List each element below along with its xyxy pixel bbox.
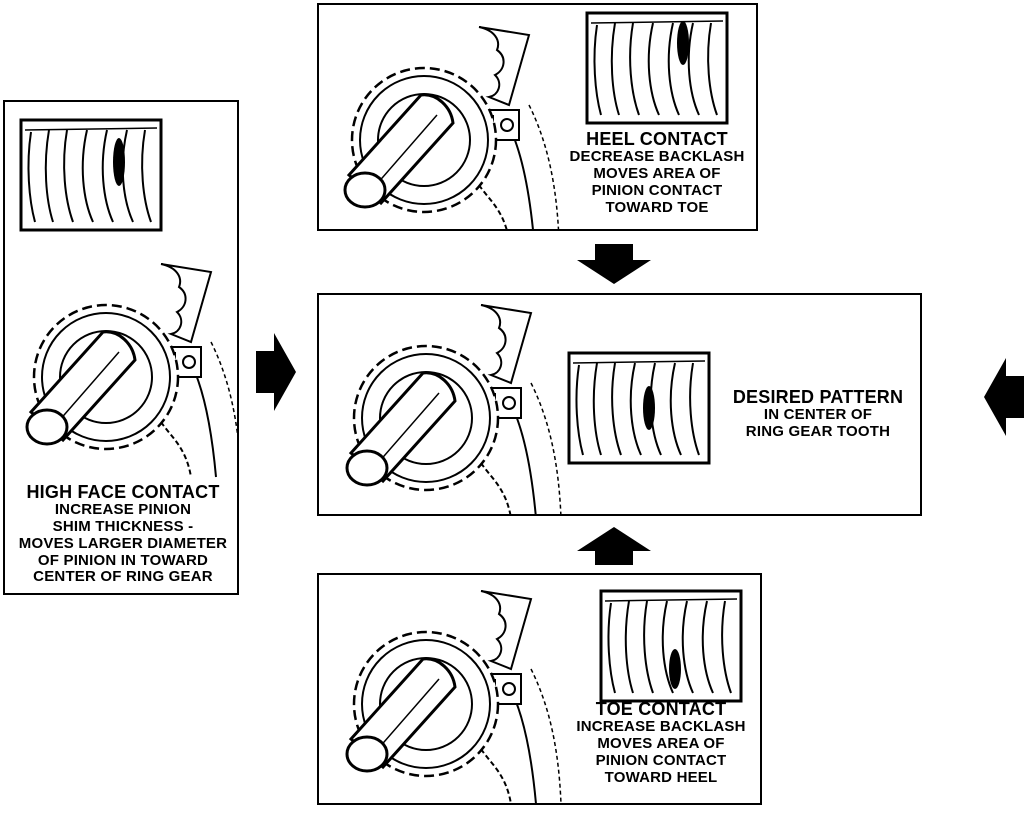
arrow-left-icon [984, 358, 1024, 436]
desired-pattern-caption: DESIRED PATTERN IN CENTER OF RING GEAR T… [715, 387, 920, 441]
heel-contact-panel: HEEL CONTACT DECREASE BACKLASH MOVES ARE… [317, 3, 758, 231]
caption-line: PINION CONTACT [595, 751, 727, 769]
ring-gear-tooth-icon [585, 11, 729, 125]
caption-line: MOVES AREA OF [593, 164, 721, 182]
toe-contact-panel: TOE CONTACT INCREASE BACKLASH MOVES AREA… [317, 573, 762, 805]
caption-line: IN CENTER OF [763, 406, 873, 424]
caption-line: CENTER OF RING GEAR [33, 568, 213, 586]
caption-line: MOVES AREA OF [597, 734, 725, 752]
arrow-right-icon [256, 333, 296, 411]
ring-gear-tooth-icon [599, 589, 743, 703]
caption-line: TOWARD TOE [605, 198, 709, 216]
arrow-down-icon [577, 244, 651, 284]
caption-line: RING GEAR TOOTH [745, 422, 891, 440]
ring-gear-tooth-icon [567, 351, 711, 465]
caption-line: MOVES LARGER DIAMETER [18, 534, 228, 552]
toe-contact-caption: TOE CONTACT INCREASE BACKLASH MOVES AREA… [559, 699, 760, 786]
caption-line: INCREASE BACKLASH [576, 718, 746, 736]
desired-pattern-title: DESIRED PATTERN [732, 387, 904, 407]
ring-gear-tooth-icon [19, 118, 163, 232]
heel-contact-caption: HEEL CONTACT DECREASE BACKLASH MOVES ARE… [555, 129, 756, 216]
desired-pattern-panel: DESIRED PATTERN IN CENTER OF RING GEAR T… [317, 293, 922, 516]
high-face-contact-panel: HIGH FACE CONTACT INCREASE PINION SHIM T… [3, 100, 239, 595]
caption-line: DECREASE BACKLASH [569, 148, 745, 166]
high-face-contact-caption: HIGH FACE CONTACT INCREASE PINION SHIM T… [5, 482, 237, 586]
heel-contact-title: HEEL CONTACT [586, 129, 728, 149]
high-face-contact-title: HIGH FACE CONTACT [26, 482, 220, 502]
caption-line: SHIM THICKNESS - [52, 517, 194, 535]
toe-contact-title: TOE CONTACT [595, 699, 727, 719]
caption-line: PINION CONTACT [591, 181, 723, 199]
caption-line: INCREASE PINION [54, 501, 192, 519]
arrow-up-icon [577, 527, 651, 565]
caption-line: OF PINION IN TOWARD [37, 551, 209, 569]
caption-line: TOWARD HEEL [604, 768, 718, 786]
